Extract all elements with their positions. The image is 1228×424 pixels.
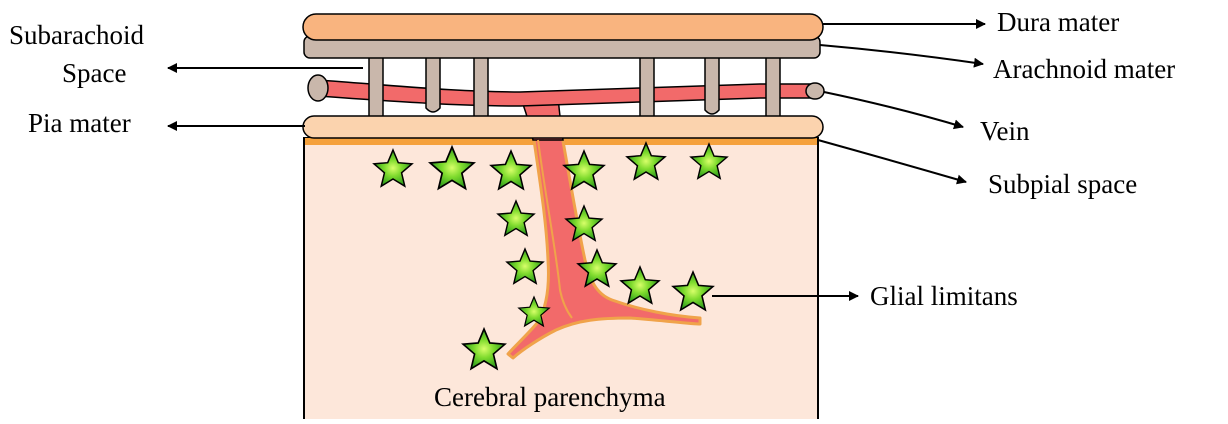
glial-limitans-label: Glial limitans (870, 281, 1018, 311)
dura-mater-layer (303, 14, 823, 40)
arachnoid-arrow (820, 45, 983, 64)
subarachnoid-label-line2: Space (62, 58, 126, 88)
arachnoid-mater-label: Arachnoid mater (993, 54, 1175, 84)
cerebral-parenchyma-label: Cerebral parenchyma (434, 382, 666, 412)
subpial-space-label: Subpial space (988, 169, 1137, 199)
pia-mater-label: Pia mater (28, 108, 131, 138)
vein-label: Vein (980, 116, 1030, 146)
subarachnoid-label-line1: Subarachoid (9, 20, 144, 50)
vein (308, 75, 824, 106)
arachnoid-trabeculae (369, 52, 780, 120)
vein-right-end (806, 83, 824, 99)
vein-left-end (308, 75, 328, 101)
vein-arrow (824, 92, 963, 127)
pia-mater-layer (303, 116, 823, 138)
dura-mater-label: Dura mater (997, 7, 1119, 37)
subpial-arrow (818, 140, 966, 182)
